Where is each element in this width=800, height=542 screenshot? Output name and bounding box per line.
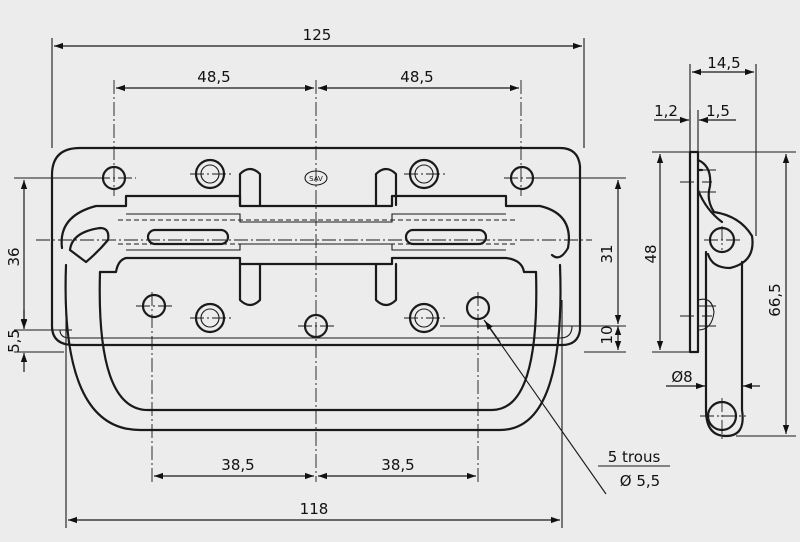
- side-plate: [688, 150, 700, 354]
- leader-line: [483, 319, 607, 495]
- handle-grip: [98, 256, 538, 274]
- dim-bottom-offset: 5,5: [5, 329, 23, 353]
- slot-left: [146, 228, 230, 246]
- dim-rod-diameter: Ø8: [671, 368, 692, 386]
- ext-48: [652, 151, 690, 353]
- ext-66-5: [698, 151, 796, 437]
- ext-31: [440, 177, 626, 327]
- dim-handle-width: 118: [300, 500, 329, 518]
- front-view: SAV: [36, 80, 592, 482]
- hole-note: 5 trous Ø 5,5: [483, 319, 670, 495]
- ext-1-2: [689, 110, 699, 152]
- side-center-lines: [680, 181, 746, 440]
- dim-handle-height: 31: [598, 244, 616, 263]
- dim-offset: 1,5: [706, 102, 730, 120]
- dim-depth: 14,5: [707, 54, 740, 72]
- dim-lower-spacing-left: 38,5: [221, 456, 254, 474]
- tab-lower-right: [374, 262, 398, 307]
- dim-plate-thickness: 1,2: [654, 102, 678, 120]
- side-view: 14,5 1,2 1,5 48 66,5 Ø8: [642, 54, 796, 440]
- front-dimensions: 125 48,5 48,5 36 5,5 31 10 38,5 38,5 118: [5, 26, 626, 528]
- handle-loop: [64, 263, 562, 432]
- ext-118: [65, 300, 563, 528]
- ext-14-5: [689, 64, 757, 236]
- handle-loop-inner: [98, 270, 538, 412]
- slot-right: [404, 228, 488, 246]
- note-hole-count: 5 trous: [608, 448, 661, 466]
- side-rod: [704, 250, 744, 438]
- note-hole-diameter: Ø 5,5: [620, 472, 660, 490]
- leader-arrow: [484, 320, 501, 343]
- side-plate-tabs: [697, 169, 716, 331]
- dim-hole-spacing-right: 48,5: [400, 68, 433, 86]
- dim-plate-length: 48: [642, 244, 660, 263]
- tab-lower-left: [238, 262, 262, 307]
- dim-overall-width: 125: [303, 26, 332, 44]
- dim-plate-height: 36: [5, 247, 23, 266]
- handle-outer: [60, 194, 570, 264]
- tab-upper-right: [374, 167, 398, 207]
- ext-36: [14, 177, 96, 331]
- dim-total-height: 66,5: [766, 283, 784, 316]
- dim-lower-spacing-right: 38,5: [381, 456, 414, 474]
- ext-125: [51, 38, 585, 148]
- dim-lower-offset: 10: [598, 325, 616, 344]
- dim-hole-spacing-left: 48,5: [197, 68, 230, 86]
- center-lines: [36, 80, 592, 482]
- tab-upper-left: [238, 167, 262, 207]
